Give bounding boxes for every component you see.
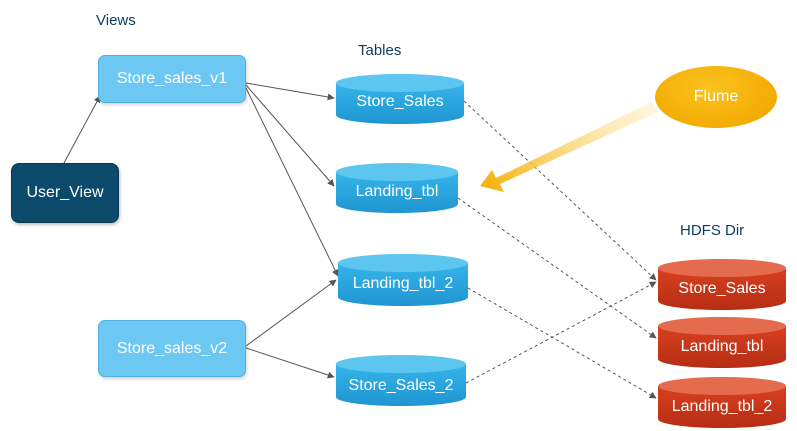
hdfs-cylinder-landing-tbl [658, 317, 786, 368]
link-landing-tbl-to-hdfs [457, 197, 657, 339]
link-store-sales-to-hdfs [463, 100, 657, 281]
connector-v1-to-landing-tbl [245, 84, 335, 187]
flume-arrow [480, 102, 658, 192]
table-landing-tbl-label[interactable]: Landing_tbl [355, 183, 439, 200]
user-view-box[interactable]: User_View [11, 163, 119, 223]
link-store-sales-2-to-hdfs [465, 281, 657, 384]
hdfs-cylinder-store-sales [658, 259, 786, 310]
table-store-sales-2-label[interactable]: Store_Sales_2 [348, 377, 454, 394]
view-store-sales-v1[interactable]: Store_sales_v1 [98, 55, 246, 103]
hdfs-landing-tbl-label[interactable]: Landing_tbl [680, 338, 764, 355]
dashed-connectors [457, 100, 657, 399]
flume-source[interactable]: Flume [655, 66, 777, 128]
table-cylinder-landing-tbl-2 [338, 254, 468, 306]
connector-v2-to-store-sales-2 [245, 347, 335, 379]
tables-heading: Tables [358, 42, 402, 59]
hdfs-store-sales-label[interactable]: Store_Sales [678, 280, 766, 297]
hdfs-heading: HDFS Dir [680, 222, 745, 239]
connector-v2-to-landing-tbl-2 [245, 279, 337, 347]
connector-v1-to-landing-tbl-2 [245, 87, 339, 277]
views-heading: Views [96, 12, 136, 29]
table-store-sales-label[interactable]: Store_Sales [356, 93, 444, 110]
table-landing-tbl-2-label[interactable]: Landing_tbl_2 [352, 275, 454, 292]
table-cylinder-store-sales-2 [336, 355, 466, 406]
hdfs-landing-tbl-2-label[interactable]: Landing_tbl_2 [671, 398, 773, 415]
solid-connectors [63, 82, 339, 379]
link-landing-tbl-2-to-hdfs [467, 287, 657, 399]
table-cylinder-landing-tbl [336, 163, 458, 213]
hdfs-cylinder-landing-tbl-2 [658, 377, 786, 428]
view-store-sales-v2[interactable]: Store_sales_v2 [98, 320, 246, 377]
table-cylinder-store-sales [336, 74, 464, 124]
connector-userview-to-v1 [63, 95, 101, 164]
connector-v1-to-store-sales [245, 82, 335, 101]
